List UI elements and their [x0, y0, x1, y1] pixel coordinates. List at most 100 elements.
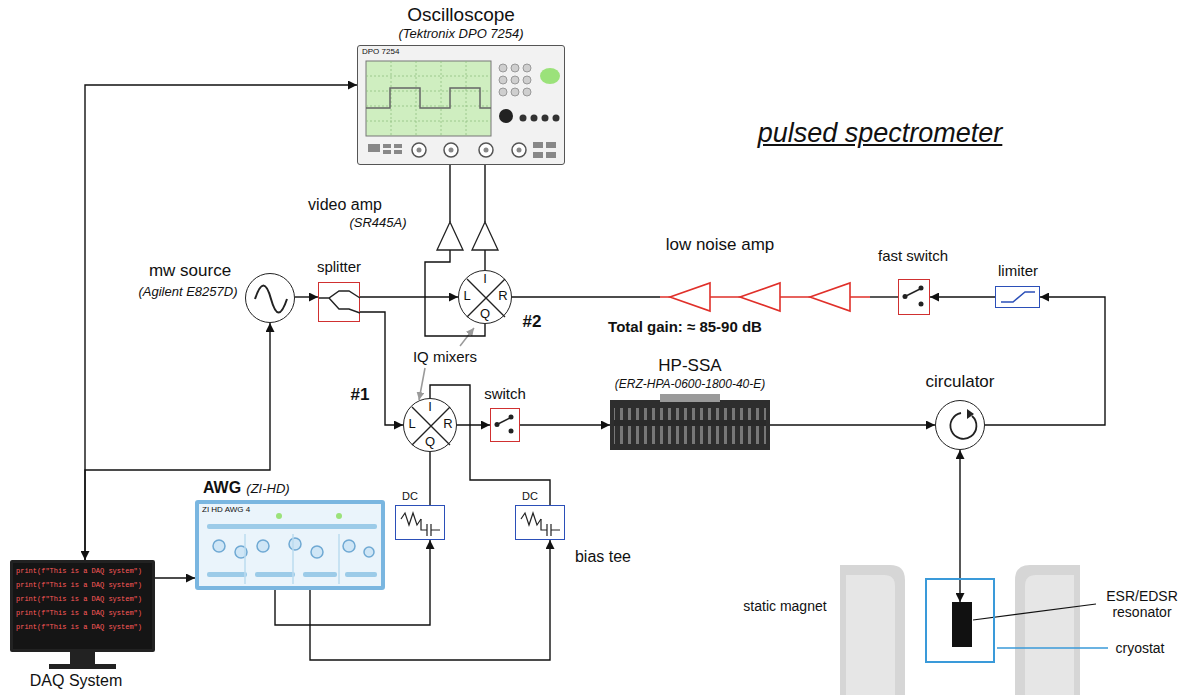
switch-label: switch — [484, 385, 526, 402]
awg-symbol — [199, 504, 381, 586]
iq-mixer-label: L — [408, 417, 415, 432]
rect-part — [394, 144, 402, 148]
circle-part — [517, 148, 522, 153]
circle-part — [523, 64, 531, 72]
diagram-title: pulsed spectrometer — [758, 118, 1003, 149]
path-part — [840, 565, 905, 695]
circle-part — [276, 513, 282, 519]
g-part — [207, 572, 377, 577]
mw-source-symbol — [246, 274, 294, 322]
low-noise-amp-label: Total gain: ≈ 85-90 dB — [608, 318, 762, 335]
oscilloscope: Oscilloscope(Tektronix DPO 7254)DPO 7254 — [357, 45, 565, 165]
resonator: ESR/EDSR resonator — [952, 602, 972, 647]
line-part — [497, 418, 510, 425]
rect-part — [207, 524, 377, 529]
rect-part — [533, 152, 543, 158]
limiter-symbol — [996, 287, 1039, 307]
rect-part — [614, 420, 766, 426]
fast-switch: fast switch — [898, 279, 930, 315]
cryostat-label: cryostat — [1115, 640, 1164, 656]
iq-mixer-label: Q — [425, 435, 435, 450]
circle-part — [511, 64, 519, 72]
rect-part — [533, 142, 543, 148]
daq-monitor-label: print(f"This is a DAQ system") — [16, 567, 142, 575]
path-part — [967, 409, 974, 419]
signal-wire — [360, 312, 403, 425]
signal-wire — [295, 296, 318, 297]
circle-part — [542, 115, 549, 122]
line-part — [905, 289, 920, 297]
signal-wire — [512, 296, 660, 297]
circle-part — [499, 64, 507, 72]
circle-part — [523, 88, 531, 96]
g-part — [276, 513, 342, 519]
bias-tee: DC — [395, 505, 445, 540]
iq-mixer-label: Q — [480, 307, 490, 322]
bias-tee-label: DC — [402, 490, 418, 503]
rect-part — [368, 144, 380, 152]
line-part — [419, 368, 425, 400]
path-part — [846, 575, 895, 695]
path-part — [541, 519, 560, 536]
low-noise-amp: low noise ampTotal gain: ≈ 85-90 dB — [660, 282, 870, 312]
path-part — [255, 286, 287, 313]
rect-part — [660, 394, 720, 402]
signal-wire — [85, 85, 357, 560]
iq-mixer-label: #1 — [351, 385, 370, 405]
path-part — [401, 513, 421, 525]
circle-part — [499, 109, 513, 123]
signal-wire — [770, 424, 935, 425]
circle-part — [511, 76, 519, 84]
g-part — [368, 142, 556, 158]
path-part — [421, 519, 440, 536]
g-part — [417, 148, 522, 153]
path-part — [366, 61, 491, 136]
limiter: limiter — [995, 286, 1040, 308]
circulator-label: circulator — [926, 372, 995, 392]
signal-wire — [985, 297, 1105, 425]
circle-part — [512, 143, 526, 157]
circle-part — [343, 540, 355, 552]
circle-part — [364, 547, 374, 557]
signal-wire — [360, 296, 458, 297]
oscilloscope-label: DPO 7254 — [362, 47, 399, 56]
awg-label: ZI HD AWG 4 — [202, 505, 250, 514]
rect-part — [207, 572, 247, 577]
bias-tee-symbol — [396, 506, 444, 539]
oscilloscope-label: (Tektronix DPO 7254) — [398, 27, 523, 42]
path-part — [245, 534, 339, 584]
video-amp-symbol — [436, 222, 499, 250]
circle-part — [417, 148, 422, 153]
circle-part — [412, 143, 426, 157]
circulator-symbol — [936, 401, 984, 449]
cryostat: cryostatESR/EDSR resonator — [925, 578, 995, 663]
rect-part — [70, 652, 95, 664]
signal-wire — [484, 250, 485, 270]
mw-source-label: mw source — [149, 261, 231, 281]
circle-part — [484, 148, 489, 153]
rect-part — [366, 61, 491, 136]
path-part — [1025, 575, 1074, 695]
oscilloscope-symbol — [358, 46, 564, 164]
signal-wire — [449, 165, 450, 222]
line-part — [460, 328, 474, 346]
fast-switch-label: fast switch — [878, 247, 948, 264]
iq-mixer-label: R — [498, 289, 507, 304]
circle-part — [499, 76, 507, 84]
rect-part — [614, 408, 766, 444]
signal-wire — [870, 296, 898, 297]
oscilloscope-label: Oscilloscope — [407, 4, 515, 26]
rect-part — [49, 664, 116, 669]
signal-wire — [930, 296, 995, 297]
daq-monitor-symbol — [13, 563, 152, 649]
iq-mixer-label: R — [443, 417, 452, 432]
rect-part — [303, 572, 337, 577]
polygon-part — [810, 283, 850, 311]
daq-monitor-label: DAQ System — [30, 672, 122, 690]
limiter-label: limiter — [998, 262, 1038, 279]
daq-monitor-label: print(f"This is a DAQ system") — [16, 581, 142, 589]
power-amplifier-label: HP-SSA — [658, 356, 721, 376]
bias-tee-label: DC — [522, 490, 538, 503]
circle-part — [531, 115, 538, 122]
rect-part — [255, 572, 295, 577]
